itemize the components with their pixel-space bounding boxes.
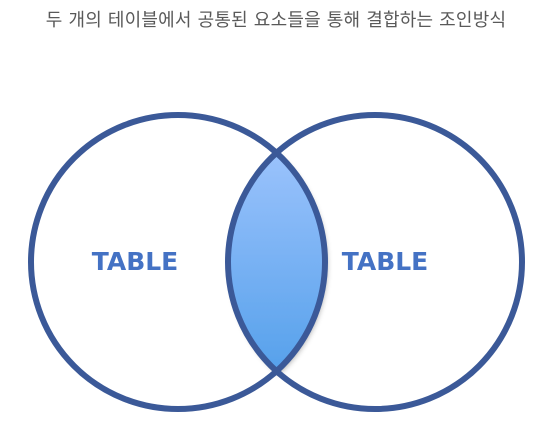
left-table-label: TABLE bbox=[92, 247, 179, 276]
intersection-region bbox=[228, 115, 325, 409]
right-table-circle bbox=[225, 112, 525, 412]
right-table-label: TABLE bbox=[342, 247, 429, 276]
diagram-caption: 두 개의 테이블에서 공통된 요소들을 통해 결합하는 조인방식 bbox=[45, 10, 507, 31]
left-table-circle bbox=[28, 112, 328, 412]
